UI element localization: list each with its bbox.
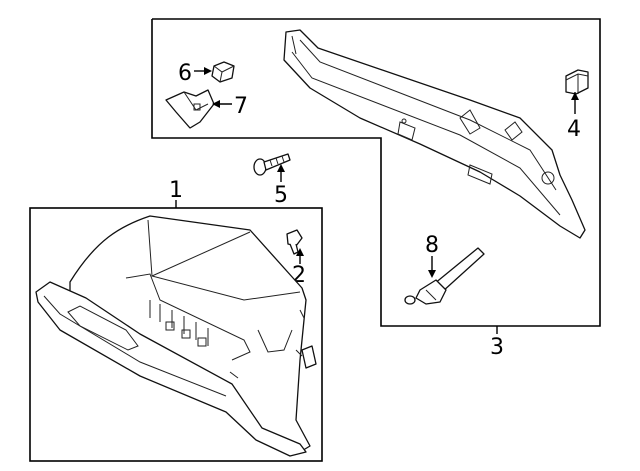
callout-8: 8 [425, 233, 439, 258]
glove-box-bracket [283, 29, 586, 239]
arrow-4 [571, 92, 579, 100]
assembly-3-frame [151, 18, 601, 327]
callout-1: 1 [169, 178, 183, 203]
retainer-part-6 [211, 61, 235, 83]
clip-part-4 [565, 69, 589, 95]
push-pin-part-2 [286, 229, 303, 255]
glove-box-bin-part-1 [35, 215, 317, 457]
bolt-part-5 [253, 153, 291, 176]
bracket-part-7 [165, 89, 215, 129]
arrow-6 [204, 67, 212, 75]
callout-7: 7 [234, 94, 248, 119]
arrow-5 [277, 164, 285, 172]
callout-3: 3 [490, 335, 504, 360]
callout-4: 4 [567, 117, 581, 142]
callout-6: 6 [178, 61, 192, 86]
arrow-8 [428, 270, 436, 278]
arrow-7 [212, 100, 220, 108]
callout-5: 5 [274, 183, 288, 208]
arrow-2 [296, 248, 304, 256]
damper-part-8 [404, 247, 485, 305]
